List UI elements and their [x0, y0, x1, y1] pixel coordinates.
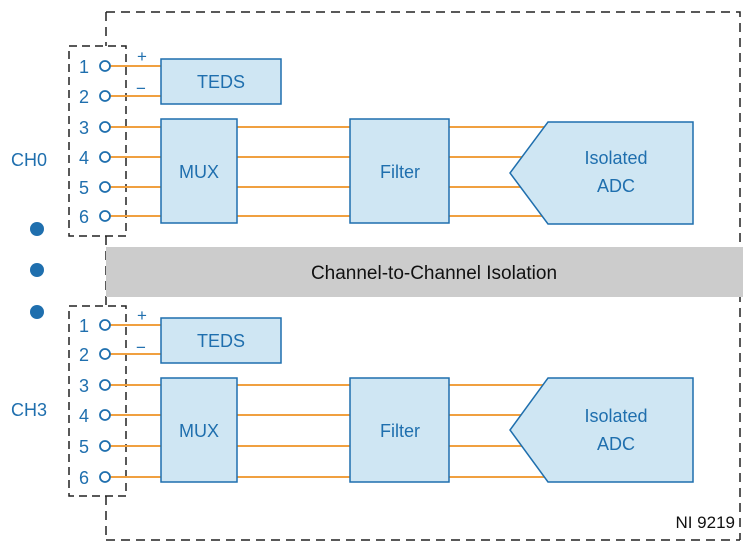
mux-block: [160, 377, 238, 483]
terminal-number: 4: [79, 148, 89, 168]
polarity-plus: +: [137, 47, 147, 66]
teds-block: [160, 58, 282, 105]
filter-block: [349, 377, 450, 483]
teds-label: TEDS: [197, 331, 245, 351]
terminal-number: 1: [79, 57, 89, 77]
channel-label: CH0: [11, 150, 47, 170]
terminal-number: 2: [79, 87, 89, 107]
terminal-6: [99, 210, 111, 222]
ellipsis-dot-3: [30, 305, 44, 319]
isolation-band: [106, 247, 743, 297]
adc-block: [509, 121, 694, 225]
terminal-number: 3: [79, 376, 89, 396]
terminal-3: [99, 379, 111, 391]
terminal-number: 3: [79, 118, 89, 138]
polarity-plus: +: [137, 306, 147, 325]
connector-outline: [68, 305, 127, 497]
terminal-4: [99, 151, 111, 163]
model-label: NI 9219: [675, 513, 735, 532]
adc-label-line2: ADC: [597, 434, 635, 454]
channel-group-ch0: CH0 1 2 3 4 5 6 + − TEDS MUX Filter Iso: [11, 45, 694, 237]
filter-block: [349, 118, 450, 224]
terminal-number: 1: [79, 316, 89, 336]
adc-label-line1: Isolated: [584, 148, 647, 168]
terminal-number: 2: [79, 345, 89, 365]
mux-label: MUX: [179, 162, 219, 182]
polarity-minus: −: [136, 79, 146, 98]
ellipsis-dot-2: [30, 263, 44, 277]
filter-label: Filter: [380, 421, 420, 441]
connector-outline: [68, 45, 127, 237]
teds-label: TEDS: [197, 72, 245, 92]
ellipsis-dot-1: [30, 222, 44, 236]
teds-block: [160, 317, 282, 364]
isolation-label: Channel-to-Channel Isolation: [311, 263, 557, 284]
terminal-5: [99, 181, 111, 193]
filter-label: Filter: [380, 162, 420, 182]
adc-label-line2: ADC: [597, 176, 635, 196]
mux-label: MUX: [179, 421, 219, 441]
channel-label: CH3: [11, 400, 47, 420]
terminal-number: 4: [79, 406, 89, 426]
terminal-4: [99, 409, 111, 421]
terminal-number: 6: [79, 207, 89, 227]
adc-block: [509, 377, 694, 483]
polarity-minus: −: [136, 338, 146, 357]
terminal-number: 5: [79, 178, 89, 198]
terminal-number: 6: [79, 468, 89, 488]
terminal-5: [99, 440, 111, 452]
terminal-number: 5: [79, 437, 89, 457]
terminal-3: [99, 121, 111, 133]
terminal-2: [99, 348, 111, 360]
terminal-1: [99, 319, 111, 331]
channel-group-ch3: CH3 1 2 3 4 5 6 + − TEDS MUX Filter Iso: [11, 305, 694, 497]
mux-block: [160, 118, 238, 224]
terminal-2: [99, 90, 111, 102]
adc-label-line1: Isolated: [584, 406, 647, 426]
terminal-6: [99, 471, 111, 483]
terminal-1: [99, 60, 111, 72]
